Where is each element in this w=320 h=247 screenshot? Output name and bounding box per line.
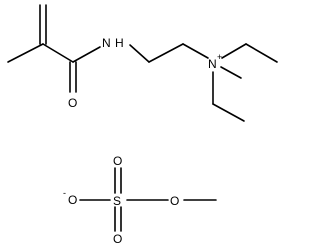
ch2-nplus-bond: [182, 43, 209, 59]
nplus-methyl-bond: [220, 66, 242, 79]
carbonyl-oxygen-label: O: [68, 96, 77, 110]
methyl-bond: [7, 43, 44, 63]
top-oxygen-label: O: [113, 154, 122, 168]
chemical-structure-diagram: N H O N + - O S O O O: [7, 4, 278, 246]
ethyl-lower-bond-2: [212, 103, 245, 122]
amide-nitrogen-label: N: [102, 36, 111, 50]
amide-hydrogen-label: H: [115, 36, 124, 50]
ch2-ch2-bond: [148, 43, 184, 63]
carbonyl-nh-bond: [72, 46, 101, 63]
cation-structure: N H O N +: [7, 4, 278, 122]
anionic-charge-label: -: [63, 188, 66, 198]
ester-oxygen-label: O: [170, 194, 179, 208]
ethyl-upper-bond-1: [221, 43, 247, 59]
anion-structure: - O S O O O: [63, 154, 217, 246]
ammonium-charge-label: +: [217, 52, 222, 62]
sulfur-label: S: [113, 194, 121, 208]
ethyl-upper-bond-2: [245, 43, 278, 63]
nh-ch2-bond: [129, 44, 150, 63]
bottom-oxygen-label: O: [113, 232, 122, 246]
anionic-oxygen-label: O: [68, 193, 77, 207]
alpha-carbonyl-bond: [42, 43, 74, 63]
ammonium-nitrogen-label: N: [208, 57, 217, 71]
